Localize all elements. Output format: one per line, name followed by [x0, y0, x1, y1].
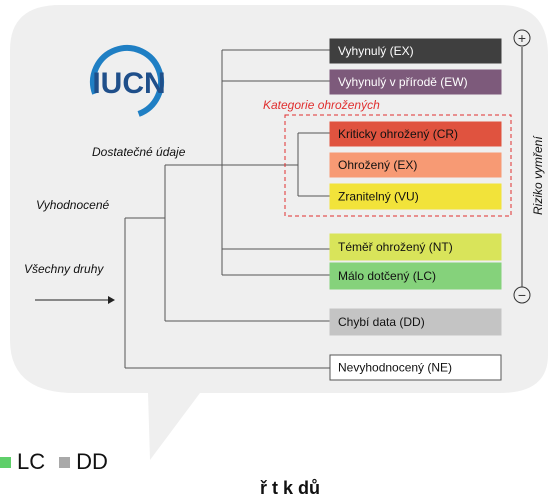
speech-bubble — [10, 5, 548, 460]
category-box-label: Nevyhodnocený (NE) — [338, 361, 452, 375]
category-box-fill — [329, 354, 502, 381]
input-arrow — [35, 296, 115, 304]
category-box-fill — [329, 233, 502, 261]
category-box-label: Vyhynulý (EX) — [338, 44, 414, 58]
bottom-caption: ř t k dů — [260, 478, 321, 498]
category-box-label: Ohrožený (EX) — [338, 158, 417, 172]
category-box-label: Zranitelný (VU) — [338, 190, 419, 204]
category-box: Zranitelný (VU) — [329, 183, 502, 210]
threatened-group-label: Kategorie ohrožených — [263, 98, 380, 112]
category-box-label: Kriticky ohrožený (CR) — [338, 127, 458, 141]
category-box-label: Téměř ohrožený (NT) — [338, 240, 453, 254]
category-box-fill — [329, 152, 502, 178]
category-box-label: Chybí data (DD) — [338, 315, 425, 329]
category-box: Téměř ohrožený (NT) — [329, 233, 502, 261]
legend-label-lc: LC — [17, 449, 46, 474]
category-box-label: Vyhynulý v přírodě (EW) — [338, 75, 468, 89]
category-box: Ohrožený (EX) — [329, 152, 502, 178]
legend: LC DD — [0, 449, 122, 475]
category-box: Vyhynulý v přírodě (EW) — [329, 69, 502, 95]
category-box-fill — [329, 121, 502, 147]
iucn-logo: IUCN — [90, 45, 166, 119]
tree-connectors — [124, 49, 330, 369]
legend-swatch-lc — [0, 456, 11, 468]
label-dostatecne-udaje: Dostatečné údaje — [92, 145, 186, 159]
category-box: Vyhynulý (EX) — [329, 38, 502, 64]
category-box-fill — [329, 38, 502, 64]
iucn-logo-text: IUCN — [92, 67, 165, 100]
category-box-fill — [329, 69, 502, 95]
risk-scale: + − Riziko vymření — [513, 29, 545, 304]
legend-item-dd: DD — [59, 449, 108, 475]
category-box-fill — [329, 308, 502, 336]
risk-label: Riziko vymření — [531, 135, 545, 215]
legend-label-dd: DD — [76, 449, 108, 474]
category-box-fill — [329, 262, 502, 290]
label-vyhodnocene: Vyhodnocené — [36, 198, 110, 212]
minus-icon — [513, 286, 531, 304]
category-boxes: Vyhynulý (EX) Vyhynulý v přírodě (EW) Krit… — [329, 38, 502, 381]
plus-icon — [513, 29, 531, 47]
plus-sign: + — [518, 30, 526, 46]
legend-item-lc: LC — [0, 449, 45, 475]
category-box-label: Málo dotčený (LC) — [338, 269, 436, 283]
category-box: Kriticky ohrožený (CR) — [329, 121, 502, 147]
label-vsechny-druhy: Všechny druhy — [24, 262, 104, 276]
category-box-fill — [329, 183, 502, 210]
category-box: Chybí data (DD) — [329, 308, 502, 336]
minus-sign: − — [518, 287, 526, 303]
legend-swatch-dd — [59, 456, 71, 468]
category-box: Nevyhodnocený (NE) — [329, 354, 502, 381]
category-box: Málo dotčený (LC) — [329, 262, 502, 290]
threatened-group-box — [284, 114, 512, 217]
